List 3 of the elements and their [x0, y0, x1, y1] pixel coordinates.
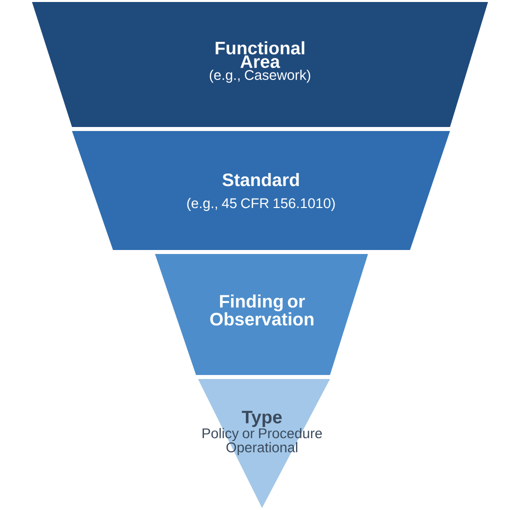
- funnel-band: Standard (e.g., 45 CFR 156.1010): [72, 131, 450, 250]
- funnel-band: Finding or Observation: [155, 254, 368, 375]
- funnel-band: Functional Area (e.g., Casework): [32, 2, 488, 127]
